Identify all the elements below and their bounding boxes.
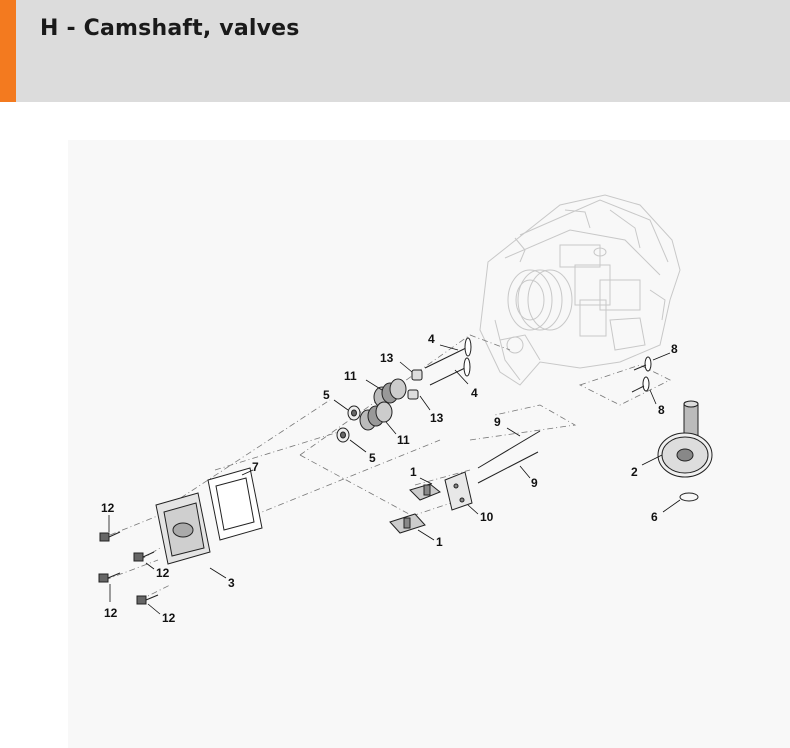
callout-labels: 1 1 2 3 4 4 5 5 6 7 8 8 9 9 10 11 11 12 … [101,332,678,625]
callout-10: 10 [480,510,494,524]
tappet-upper [633,356,652,372]
rocker-arm-lower [389,513,426,534]
spring-retainer-upper [347,405,361,421]
callout-1a: 1 [410,465,417,479]
rocker-cover-gasket [207,467,263,541]
callout-leader-lines [108,344,681,615]
rocker-arm-upper [409,483,441,501]
valve-spring-upper [373,378,407,408]
camshaft [657,400,713,478]
o-ring [679,492,699,502]
callout-4b: 4 [471,386,478,400]
push-rod-lower [477,451,539,484]
assembly-dash-lines [104,334,671,601]
callout-8a: 8 [671,342,678,356]
callout-9a: 9 [494,415,501,429]
bolt-2 [133,551,155,562]
tappet-lower [631,376,650,393]
callout-5a: 5 [323,388,330,402]
callout-6: 6 [651,510,658,524]
push-rod-upper [477,430,541,469]
callout-13a: 13 [380,351,394,365]
spring-retainer-lower [336,427,350,443]
bolt-3 [98,572,121,583]
bolt-1 [99,531,121,542]
valve-spring-lower [359,401,393,431]
header-accent-bar [0,0,16,102]
callout-11a: 11 [344,369,357,383]
callout-12d: 12 [162,611,176,625]
valve-stem-seal-upper [411,369,423,381]
callout-12b: 12 [156,566,170,580]
callout-12c: 12 [104,606,118,620]
engine-block-outline [479,194,681,386]
bolt-4 [136,594,159,605]
callout-2: 2 [631,465,638,479]
callout-12a: 12 [101,501,115,515]
exhaust-valve [429,357,471,386]
callout-5b: 5 [369,451,376,465]
callout-11b: 11 [397,433,410,447]
push-rod-guide-plate [444,471,473,511]
page-title: H - Camshaft, valves [40,16,300,41]
callout-1b: 1 [436,535,443,549]
callout-3: 3 [228,576,235,590]
callout-4a: 4 [428,332,435,346]
callout-9b: 9 [531,476,538,490]
page-header: H - Camshaft, valves [0,0,790,102]
rocker-cover [155,492,211,565]
callout-13b: 13 [430,411,444,425]
intake-valve [424,337,472,369]
callout-8b: 8 [658,403,665,417]
valve-stem-seal-lower [407,389,419,400]
callout-7: 7 [252,460,259,474]
